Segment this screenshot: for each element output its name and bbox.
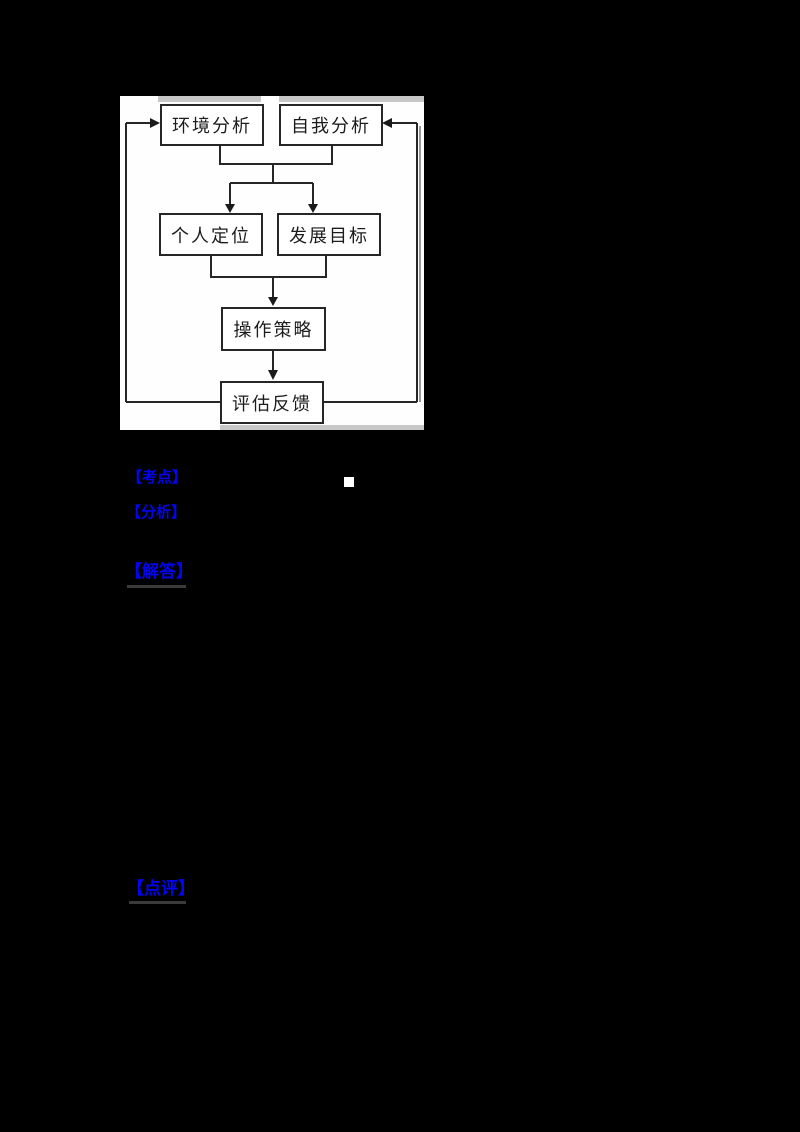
- scan-artifact-strip: [158, 96, 261, 102]
- arrowhead-to-env: [150, 118, 160, 128]
- flow-box-label: 环境分析: [172, 116, 252, 137]
- white-square-marker: [344, 477, 354, 487]
- section-label-test-point: 【考点】: [127, 468, 188, 486]
- arrowhead-to-goal: [308, 204, 318, 213]
- flow-box-operation-strategy: 操作策略: [221, 307, 326, 351]
- flow-box-self-analysis: 自我分析: [279, 104, 383, 146]
- section-label-solution: 【解答】: [125, 562, 193, 582]
- flow-box-label: 评估反馈: [232, 393, 312, 415]
- arrowhead-to-self: [382, 118, 392, 128]
- section-label-comment: 【点评】: [127, 879, 195, 899]
- section-label-analysis: 【分析】: [126, 503, 187, 521]
- section-label-underline: [127, 585, 186, 588]
- flow-box-development-goal: 发展目标: [277, 213, 381, 256]
- arrowhead-to-feedback: [268, 370, 278, 380]
- flow-box-label: 操作策略: [233, 320, 314, 341]
- scan-artifact-strip: [279, 96, 424, 102]
- flow-box-evaluation-feedback: 评估反馈: [220, 381, 324, 424]
- flow-box-label: 个人定位: [171, 225, 251, 247]
- section-label-underline: [129, 901, 186, 904]
- scan-artifact-strip: [220, 425, 424, 430]
- flow-box-label: 发展目标: [289, 225, 369, 247]
- arrowhead-to-position: [225, 204, 235, 213]
- flowchart-panel: 环境分析 自我分析 个人定位 发展目标 操作策略 评估反馈: [120, 96, 424, 430]
- flow-box-label: 自我分析: [291, 116, 371, 137]
- flow-box-personal-positioning: 个人定位: [159, 213, 263, 256]
- arrowhead-to-strategy: [268, 297, 278, 306]
- flow-box-environment-analysis: 环境分析: [160, 104, 264, 146]
- flow-connectors: [125, 118, 421, 403]
